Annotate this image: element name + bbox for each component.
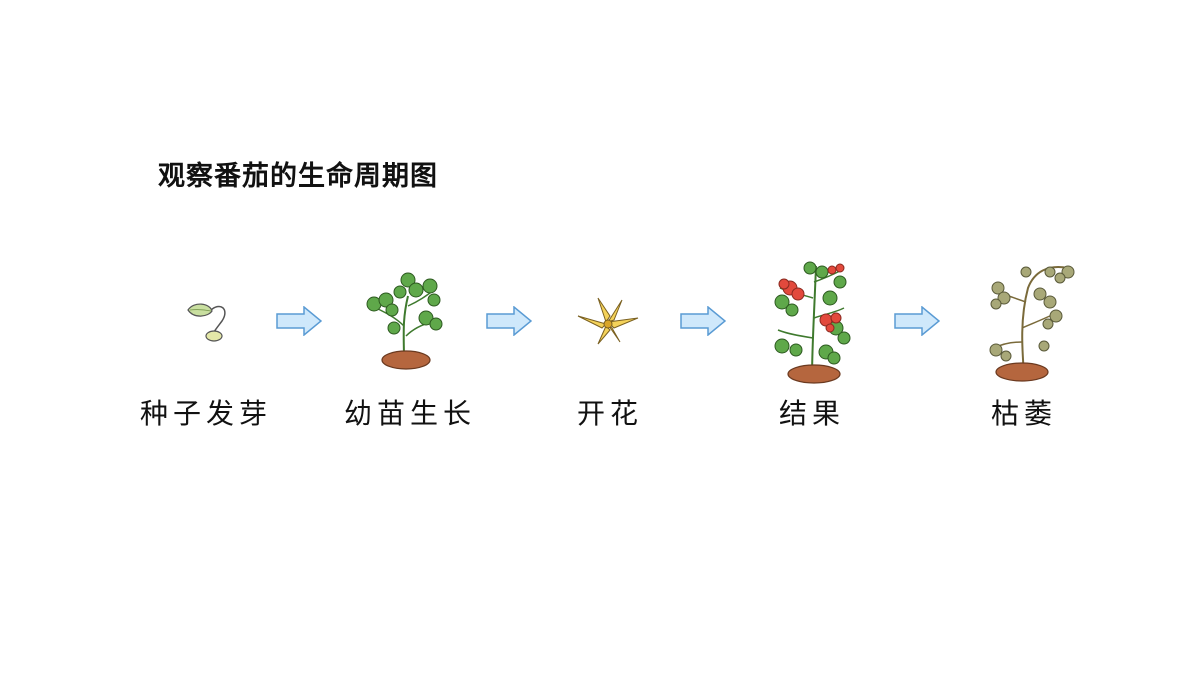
stage-label-seedling: 幼苗生长	[343, 397, 476, 430]
arrow-icon	[894, 306, 940, 336]
withered-plant-icon	[989, 265, 1075, 382]
arrow-icon	[486, 306, 532, 336]
tomato-plant-icon	[774, 261, 851, 384]
diagram-title: 观察番茄的生命周期图	[158, 161, 438, 192]
stage-label-flowering: 开花	[576, 397, 643, 430]
seedling-icon	[366, 272, 443, 370]
stage-label-fruiting: 结果	[778, 397, 845, 430]
stage-label-withering: 枯萎	[990, 397, 1057, 430]
flower-icon	[577, 297, 639, 345]
arrow-icon	[680, 306, 726, 336]
sprouting-seed-icon	[187, 303, 226, 342]
arrow-icon	[276, 306, 322, 336]
stage-label-germination: 种子发芽	[139, 397, 272, 430]
